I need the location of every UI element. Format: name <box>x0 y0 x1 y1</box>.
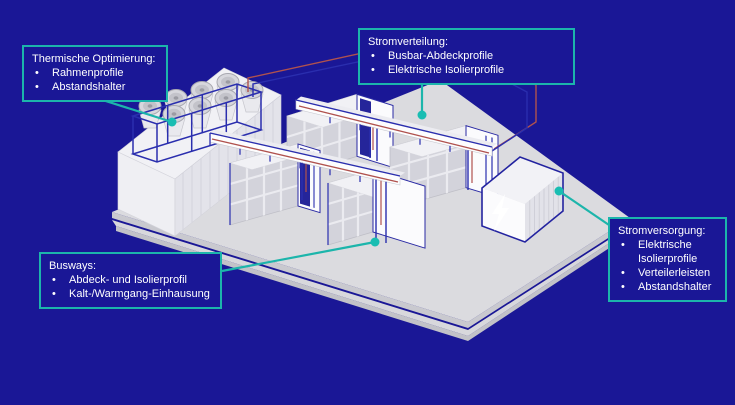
connector-busways <box>221 240 376 273</box>
bullet-marker: • <box>371 50 375 62</box>
callout-item: • Abstandshalter <box>618 280 717 294</box>
callout-busways: Busways: • Abdeck- und Isolierprofil • K… <box>39 252 222 309</box>
callout-item: • Rahmenprofile <box>32 66 158 80</box>
callout-item: • Abdeck- und Isolierprofil <box>49 273 212 287</box>
anchor-dot-distribution <box>417 110 427 120</box>
anchor-dot-thermal <box>167 117 177 127</box>
callout-title: Stromverteilung: <box>368 36 449 48</box>
callout-item: • Abstandshalter <box>32 80 158 94</box>
bullet-marker: • <box>371 64 375 76</box>
callout-item: • Elektrische Isolierprofile <box>618 238 717 266</box>
lightning-bolt-icon <box>492 194 509 231</box>
busbar-beam-lower <box>209 129 405 243</box>
anchor-dot-busways <box>370 237 380 247</box>
bullet-marker: • <box>52 288 56 300</box>
power-supply-unit <box>481 156 564 243</box>
callout-item: • Kalt-/Warmgang-Einhausung <box>49 287 212 301</box>
bullet-marker: • <box>621 281 625 293</box>
callout-title: Stromversorgung: <box>618 225 706 237</box>
bullet-marker: • <box>35 67 39 79</box>
anchor-dot-supply <box>554 186 564 196</box>
bullet-marker: • <box>621 267 625 279</box>
callout-title: Thermische Optimierung: <box>32 53 156 65</box>
callout-connectors <box>92 80 610 273</box>
frame-cage <box>130 83 264 163</box>
callout-item: • Busbar-Abdeckprofile <box>368 49 565 63</box>
bullet-marker: • <box>35 81 39 93</box>
callout-power-supply: Stromversorgung: • Elektrische Isolierpr… <box>608 217 727 302</box>
connector-supply <box>558 190 610 226</box>
callout-title: Busways: <box>49 260 97 272</box>
callout-item: • Verteilerleisten <box>618 266 717 280</box>
callout-item: • Elektrische Isolierprofile <box>368 63 565 77</box>
chiller-units <box>130 73 264 163</box>
callout-thermal-optimization: Thermische Optimierung: • Rahmenprofile … <box>22 45 168 102</box>
bullet-marker: • <box>621 239 625 251</box>
bullet-marker: • <box>52 274 56 286</box>
callout-power-distribution: Stromverteilung: • Busbar-Abdeckprofile … <box>358 28 575 85</box>
